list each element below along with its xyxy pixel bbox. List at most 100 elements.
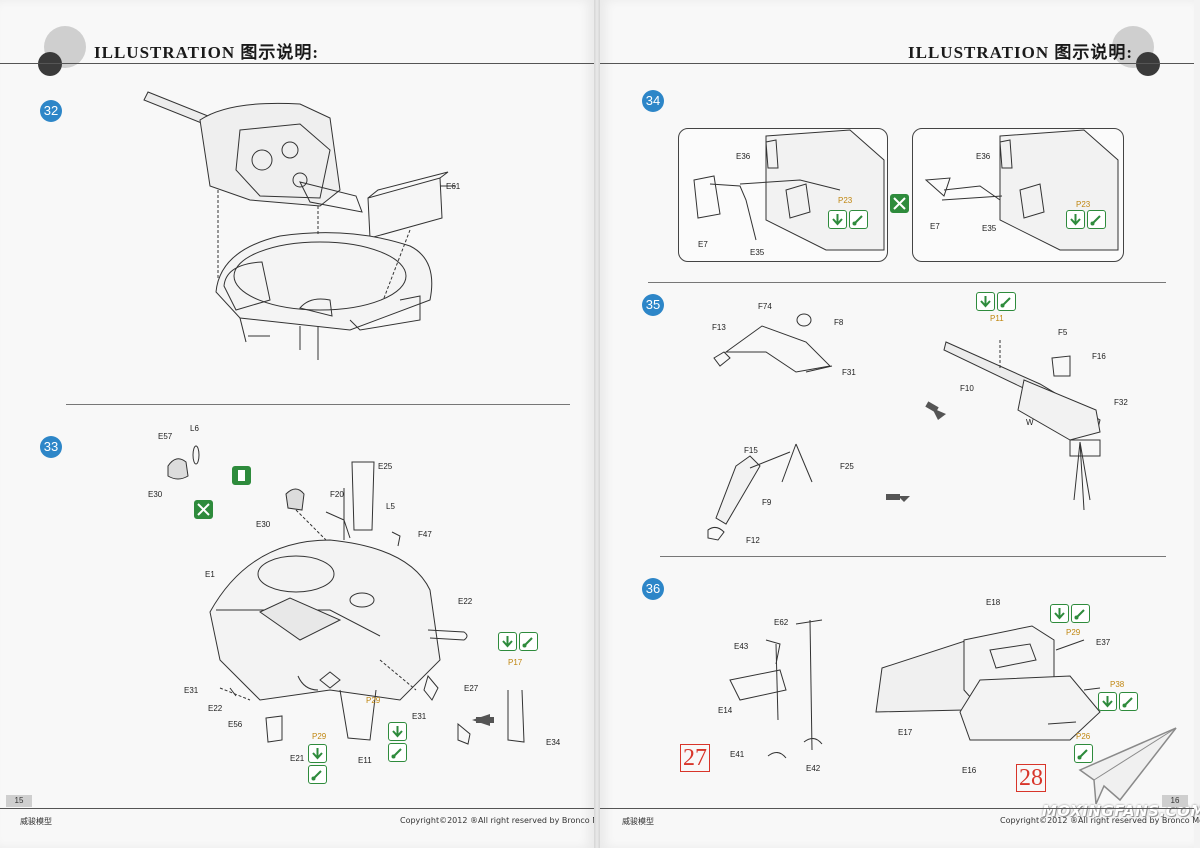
part-label-f20: F20 (330, 490, 344, 499)
icon-group-p23 (828, 210, 868, 229)
part-label-l5: L5 (386, 502, 395, 511)
part-label-p26: P26 (1076, 732, 1091, 741)
part-label-e7: E7 (698, 240, 708, 249)
part-label-p17: P17 (508, 658, 523, 667)
part-label-e41: E41 (730, 750, 745, 759)
watermark-plane-icon (1078, 727, 1177, 805)
section-divider (66, 404, 570, 405)
part-label-e57: E57 (158, 432, 173, 441)
icon-group-attach (890, 194, 909, 213)
part-label-f74: F74 (758, 302, 772, 311)
part-label-e17: E17 (898, 728, 913, 737)
paint-icon (1071, 604, 1090, 623)
apply-icon (828, 210, 847, 229)
book-spine (594, 0, 600, 848)
part-label-e56: E56 (228, 720, 243, 729)
part-label-e31: E31 (184, 686, 199, 695)
paint-icon (519, 632, 538, 651)
part-label-e30-second: E30 (256, 520, 271, 529)
watermark-text: MOXINGFANS.COM (1042, 802, 1200, 820)
apply-icon (308, 744, 327, 763)
part-label-f16: F16 (1092, 352, 1106, 361)
part-label-p11: P11 (990, 314, 1004, 323)
box-number-27: 27 (680, 744, 710, 772)
paint-icon (1087, 210, 1106, 229)
footer-rule (600, 808, 1194, 809)
icon-group-glue (232, 466, 251, 485)
icon-group-p38 (1098, 692, 1138, 711)
header-rule (600, 63, 1194, 64)
section-divider (660, 556, 1166, 557)
icon-group-e21 (308, 744, 327, 784)
icon-group-p11 (976, 292, 1016, 311)
part-label-e35-after: E35 (982, 224, 997, 233)
part-label-f8: F8 (834, 318, 844, 327)
header-circle-small (1136, 52, 1160, 76)
part-label-e21: E21 (290, 754, 305, 763)
header-circle-small (38, 52, 62, 76)
part-label-f47: F47 (418, 530, 432, 539)
paint-icon (1074, 744, 1093, 763)
brand-name: 威骏模型 (622, 817, 654, 826)
part-label-e34: E34 (546, 738, 561, 747)
page-title: ILLUSTRATION 图示说明: (908, 43, 1134, 62)
icon-group-p23-after (1066, 210, 1106, 229)
part-label-e14: E14 (718, 706, 733, 715)
part-label-l6: L6 (190, 424, 199, 433)
part-label-e36-after: E36 (976, 152, 991, 161)
apply-icon (388, 722, 407, 741)
part-label-e42: E42 (806, 764, 821, 773)
apply-icon (976, 292, 995, 311)
copyright-text: Copyright©2012 ®All right reserved by Br… (1000, 816, 1200, 825)
page-number-right: 16 (1162, 795, 1188, 807)
part-label-p23: P23 (838, 196, 853, 205)
section-divider (648, 282, 1166, 283)
attach-icon (194, 500, 213, 519)
part-label-e37: E37 (1096, 638, 1111, 647)
icon-group-attach (194, 500, 213, 519)
part-label-e18: E18 (986, 598, 1001, 607)
step-36-badge: 36 (642, 578, 664, 600)
part-label-e25: E25 (378, 462, 393, 471)
part-label-f32: F32 (1114, 398, 1128, 407)
paint-icon (308, 765, 327, 784)
box-number-28: 28 (1016, 764, 1046, 792)
step-33-badge: 33 (40, 436, 62, 458)
paint-icon (388, 743, 407, 762)
apply-icon (498, 632, 517, 651)
apply-icon (1066, 210, 1085, 229)
part-label-e35: E35 (750, 248, 765, 257)
page-title: ILLUSTRATION 图示说明: (94, 43, 320, 62)
part-label-f9: F9 (762, 498, 772, 507)
footer-rule (0, 808, 594, 809)
part-label-w: W (1026, 418, 1034, 427)
part-label-p29: P29 (1066, 628, 1081, 637)
attach-icon (890, 194, 909, 213)
apply-icon (1098, 692, 1117, 711)
left-page: ILLUSTRATION 图示说明: 32 33 (0, 0, 620, 848)
step-32-badge: 32 (40, 100, 62, 122)
step-33-hull-diagram (167, 445, 525, 745)
icon-group-p26 (1074, 744, 1093, 763)
step-35-badge: 35 (642, 294, 664, 316)
part-label-p29: P29 (366, 696, 381, 705)
brand-name: 威骏模型 (20, 817, 52, 826)
icon-group-p17 (498, 632, 538, 651)
header-rule (0, 63, 594, 64)
part-label-e36: E36 (736, 152, 751, 161)
part-label-e30: E30 (148, 490, 163, 499)
step-32-turret-diagram (143, 91, 456, 360)
part-label-e22-second: E22 (208, 704, 223, 713)
part-label-f5: F5 (1058, 328, 1068, 337)
part-label-e22: E22 (458, 597, 473, 606)
part-label-e61: E61 (446, 182, 461, 191)
part-label-e16: E16 (962, 766, 977, 775)
part-label-f10: F10 (960, 384, 974, 393)
part-label-e31-second: E31 (412, 712, 427, 721)
glue-icon (232, 466, 251, 485)
paint-icon (1119, 692, 1138, 711)
paint-icon (997, 292, 1016, 311)
icon-group-e31 (388, 722, 407, 762)
part-label-f12: F12 (746, 536, 760, 545)
